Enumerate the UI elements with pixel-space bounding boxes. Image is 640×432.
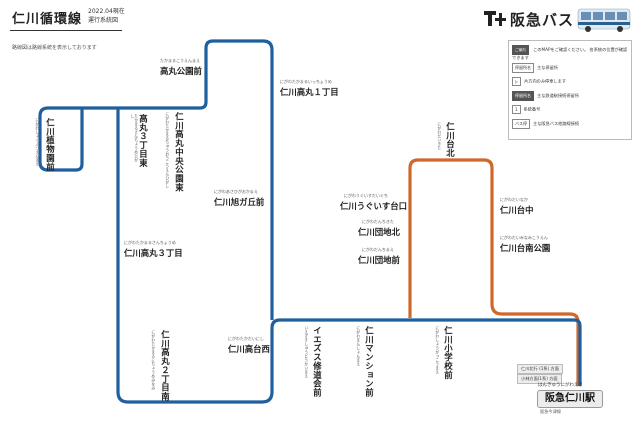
bus-icon xyxy=(577,8,631,32)
blue-route-upper xyxy=(82,39,274,320)
legend-text: 主な停留所 xyxy=(537,65,558,70)
stop-furigana: にがわだいみなみこうえん xyxy=(500,235,548,240)
stop-furigana: にがわあさひがおかまえ xyxy=(214,189,258,194)
stop-furigana: にがわだんちきた xyxy=(362,219,394,224)
stop-furigana: いえずすしゅうどうかいまえ xyxy=(304,326,310,378)
stop-furigana: にがわうぐいすだいぐち xyxy=(344,193,388,198)
stop-label[interactable]: 仁川高丸中央公園東 xyxy=(174,112,185,193)
stop-label[interactable]: 仁川うぐいす台口 xyxy=(340,201,407,211)
orange-route-branch xyxy=(408,158,580,386)
terminal-station[interactable]: 阪急仁川駅 xyxy=(537,390,603,408)
terminal-furigana: はんきゅうにがわえき xyxy=(538,383,583,388)
legend-intro: ご案内 このMAPをご確認ください。 各系統の位置が確認できます xyxy=(512,45,628,61)
stop-furigana: にがわたかだいにし xyxy=(228,336,264,341)
stop-label[interactable]: 仁川植物園前 xyxy=(45,118,56,172)
legend-chip: 停留所名 xyxy=(512,63,534,73)
stop-label[interactable]: 仁川台北 xyxy=(445,122,456,158)
stop-label[interactable]: 仁川高台西 xyxy=(228,344,270,354)
terminal-info: 小林方面(1系) 方面 xyxy=(517,374,562,384)
stop-furigana: にがわしょくぶつえんまえ xyxy=(35,118,41,166)
legend-chip: バス停 xyxy=(512,119,530,129)
date-block: 2022.04現在 運行系統図 xyxy=(88,7,125,25)
stop-label[interactable]: 仁川台中 xyxy=(500,205,534,215)
stop-label[interactable]: 高丸公園前 xyxy=(160,66,202,76)
stop-label[interactable]: 仁川小学校前 xyxy=(443,326,454,380)
legend-text: 系統番号 xyxy=(523,106,541,112)
stop-furigana: にがわたかまるにちょうめみなみ xyxy=(151,330,157,390)
legend-text: 片方向のみ停車します xyxy=(524,78,566,84)
stop-furigana: たかまるさんちょうめひがし xyxy=(130,114,140,162)
stop-label[interactable]: 仁川高丸３丁目 xyxy=(124,248,183,258)
legend-row: 停留所名主な停留所 xyxy=(512,63,558,73)
terminal-info: 仁川北行 (1系) 方面 xyxy=(517,364,563,374)
legend-chip: 停留所名 xyxy=(512,91,534,101)
stop-furigana: たかまるこうえんまえ xyxy=(160,58,200,63)
brand-name: 阪急バス xyxy=(510,11,575,29)
stop-label[interactable]: 仁川マンション前 xyxy=(364,326,375,398)
legend-row: バス停主な阪急バス他路線接続 xyxy=(512,119,579,129)
stop-furigana: にがわだいなか xyxy=(500,197,528,202)
stop-furigana: にがわしょうがっこうまえ xyxy=(435,326,441,374)
legend-chip: 1 xyxy=(512,105,521,114)
legend-text: 主な阪急バス他路線接続 xyxy=(533,121,580,126)
stop-furigana: にがわたかまるいっちょうめ xyxy=(280,79,332,84)
stop-furigana: にがわたかまるちゅうおうこうえんひがし xyxy=(165,112,171,188)
stop-label[interactable]: 仁川高丸２丁目南 xyxy=(160,330,171,402)
stop-label[interactable]: 仁川旭ガ丘前 xyxy=(214,197,265,207)
terminal-line: 阪急今津線 xyxy=(540,409,561,414)
stop-label[interactable]: 仁川高丸１丁目 xyxy=(280,87,339,97)
page-title: 仁川循環線 xyxy=(12,12,83,27)
legend-intro-text: このMAPをご確認ください。 各系統の位置が確認できます xyxy=(512,47,628,60)
stop-furigana: にがわだいきた xyxy=(437,122,443,150)
terminal-connector xyxy=(573,318,582,386)
map-note: 路線図は路線系統を表示しております xyxy=(12,45,97,51)
stop-label[interactable]: イエズス修道会前 xyxy=(312,326,323,398)
issue-date: 2022.04現在 xyxy=(88,8,125,15)
legend-row: ▷片方向のみ停車します xyxy=(512,77,566,86)
stop-label[interactable]: 仁川団地前 xyxy=(358,255,400,265)
stop-furigana: にがわだんちまえ xyxy=(362,247,394,252)
hankyu-bus-logo-icon xyxy=(484,11,506,26)
legend-text: 主な鉄道駅接続停留所 xyxy=(537,93,579,98)
blue-route-west-spur xyxy=(38,106,84,172)
legend-chip: ▷ xyxy=(512,77,522,86)
blue-route-loop xyxy=(116,108,574,404)
map-subtitle: 運行系統図 xyxy=(88,17,119,24)
stop-furigana: にがわたかまるさんちょうめ xyxy=(124,240,176,245)
title-underline xyxy=(10,30,122,31)
legend-row: 停留所名主な鉄道駅接続停留所 xyxy=(512,91,579,101)
stop-label[interactable]: 高丸３丁目東 xyxy=(138,114,149,168)
legend-box: ご案内 このMAPをご確認ください。 各系統の位置が確認できます 停留所名主な停… xyxy=(508,40,632,140)
stop-label[interactable]: 仁川団地北 xyxy=(358,227,400,237)
stop-label[interactable]: 仁川台南公園 xyxy=(500,243,551,253)
stop-furigana: にがわまんしょんまえ xyxy=(356,326,362,366)
